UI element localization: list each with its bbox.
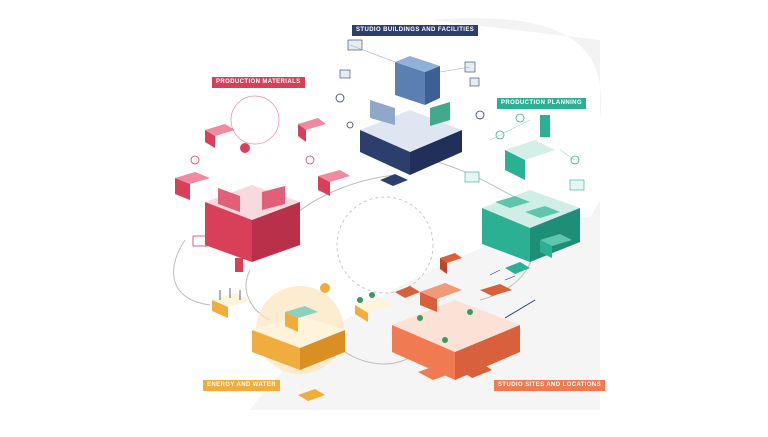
label-studio-buildings: STUDIO BUILDINGS AND FACILITIES bbox=[352, 25, 479, 36]
studio-buildings-cluster bbox=[335, 39, 485, 186]
label-studio-sites: STUDIO SITES AND LOCATIONS bbox=[494, 380, 606, 391]
label-production-planning: PRODUCTION PLANNING bbox=[497, 98, 586, 109]
studio-sites-cluster bbox=[392, 253, 536, 380]
production-planning-cluster bbox=[464, 113, 585, 274]
label-energy-water: ENERGY AND WATER bbox=[203, 380, 280, 391]
energy-water-cluster bbox=[212, 283, 392, 401]
connector-path bbox=[173, 239, 211, 306]
production-materials-cluster bbox=[175, 95, 350, 272]
label-production-materials: PRODUCTION MATERIALS bbox=[212, 77, 305, 88]
center-dashed-ring bbox=[336, 196, 434, 294]
